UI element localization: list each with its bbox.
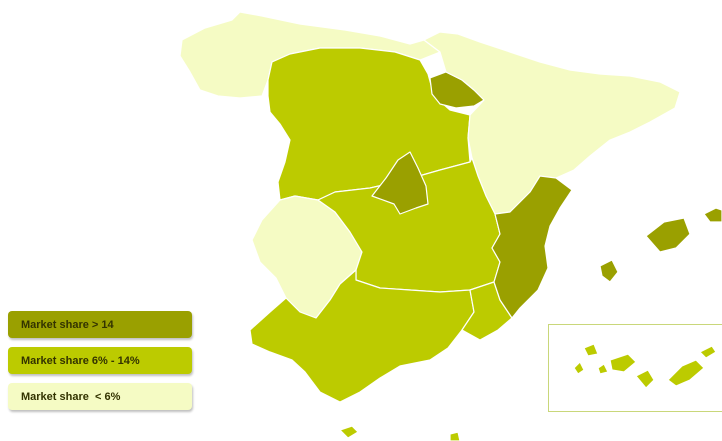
legend-item-mid: Market share 6% - 14% xyxy=(8,347,192,374)
legend-item-low: Market share < 6% xyxy=(8,383,192,410)
region-melilla xyxy=(449,431,461,441)
region-canary-gran-canaria[interactable] xyxy=(635,369,655,389)
region-canary-el-hierro[interactable] xyxy=(583,343,599,357)
legend-label-low: Market share < 6% xyxy=(21,390,121,403)
legend-item-high: Market share > 14 xyxy=(8,311,192,338)
region-ibiza[interactable] xyxy=(599,259,619,283)
region-mallorca[interactable] xyxy=(645,217,691,253)
legend-label-high: Market share > 14 xyxy=(21,318,114,331)
region-ceuta xyxy=(339,425,359,439)
legend-label-mid: Market share 6% - 14% xyxy=(21,354,140,367)
region-madrid[interactable] xyxy=(371,151,429,215)
region-canary-lanzarote[interactable] xyxy=(699,345,717,359)
region-valencia[interactable] xyxy=(491,175,573,319)
region-menorca[interactable] xyxy=(703,207,722,223)
map-legend: Market share > 14 Market share 6% - 14% … xyxy=(8,311,192,419)
region-canary-tenerife[interactable] xyxy=(609,353,637,373)
region-canary-la-gomera[interactable] xyxy=(597,363,609,375)
region-canary-fuerteventura[interactable] xyxy=(667,359,705,387)
region-canary-la-palma[interactable] xyxy=(573,361,585,375)
region-northeast[interactable] xyxy=(423,31,681,215)
canary-islands-inset-frame xyxy=(548,324,722,412)
